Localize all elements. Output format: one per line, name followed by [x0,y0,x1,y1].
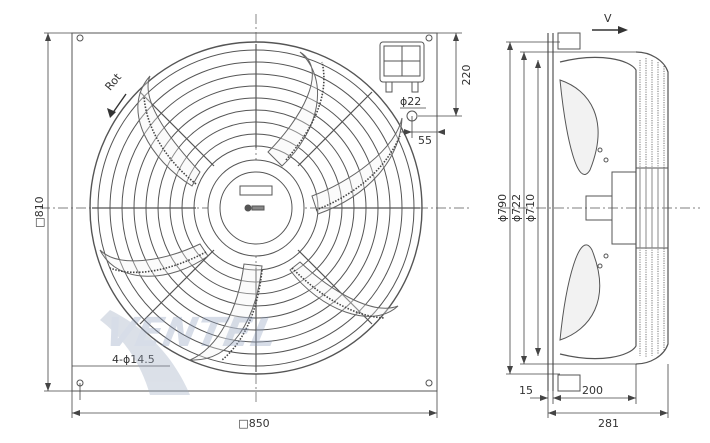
hub-shaft [251,205,265,211]
top-bracket [557,32,581,50]
airflow-arrowhead [618,26,628,34]
side-dimensions [506,41,669,418]
front-view [40,14,470,405]
watermark: VENTEL [100,308,282,395]
hub-bolt [603,157,609,163]
watermark-text: VENTEL [100,308,282,355]
hub-bolt [597,147,603,153]
guard-outer-ring [89,41,423,375]
front-dimensions [44,32,462,418]
corner-hole-tl [76,34,84,42]
hub-bolt [244,204,252,212]
width-dimension-label: □850 [238,417,269,430]
rotation-label: Rot [102,70,124,93]
cable-gland-right [411,81,419,93]
fan-blades [99,51,403,361]
mount-holes-label: 4-ϕ14.5 [112,353,155,366]
motor-fins [639,168,665,248]
airflow-indicator: V [592,12,628,34]
blade-serrations [109,61,401,361]
cable-gland-left [385,81,393,93]
diameter-790-label: ϕ790 [496,194,509,222]
diameter-722-label: ϕ722 [510,194,523,222]
blade-profile-bottom [559,244,601,341]
corner-hole-br [425,379,433,387]
blade-profile-top [559,79,599,175]
diameter-710-label: ϕ710 [524,194,537,222]
hub-bolt [597,263,603,269]
mounting-plate [71,32,438,392]
gland-offset-label: 55 [418,134,432,147]
bottom-bracket [557,374,581,392]
corner-hole-tr [425,34,433,42]
terminal-box [379,41,425,83]
airflow-label: V [604,12,612,25]
cable-gland-label: ϕ22 [400,95,421,108]
rotation-indicator: Rot [102,70,127,118]
hub-bolt [603,253,609,259]
watermark-swoosh [100,310,190,395]
hub-label-plate [239,185,273,196]
flange-label: 15 [519,384,533,397]
hub-inner-ring [219,171,293,245]
guard-struts [92,44,420,372]
rotation-arrow [111,93,127,115]
side-view [500,32,700,392]
depth-200-label: 200 [582,384,603,397]
motor-shaft [585,195,613,221]
rotation-arrowhead [107,108,116,118]
depth-281-label: 281 [598,417,619,430]
box-height-label: 220 [460,65,473,86]
height-dimension-label: □810 [33,196,46,227]
